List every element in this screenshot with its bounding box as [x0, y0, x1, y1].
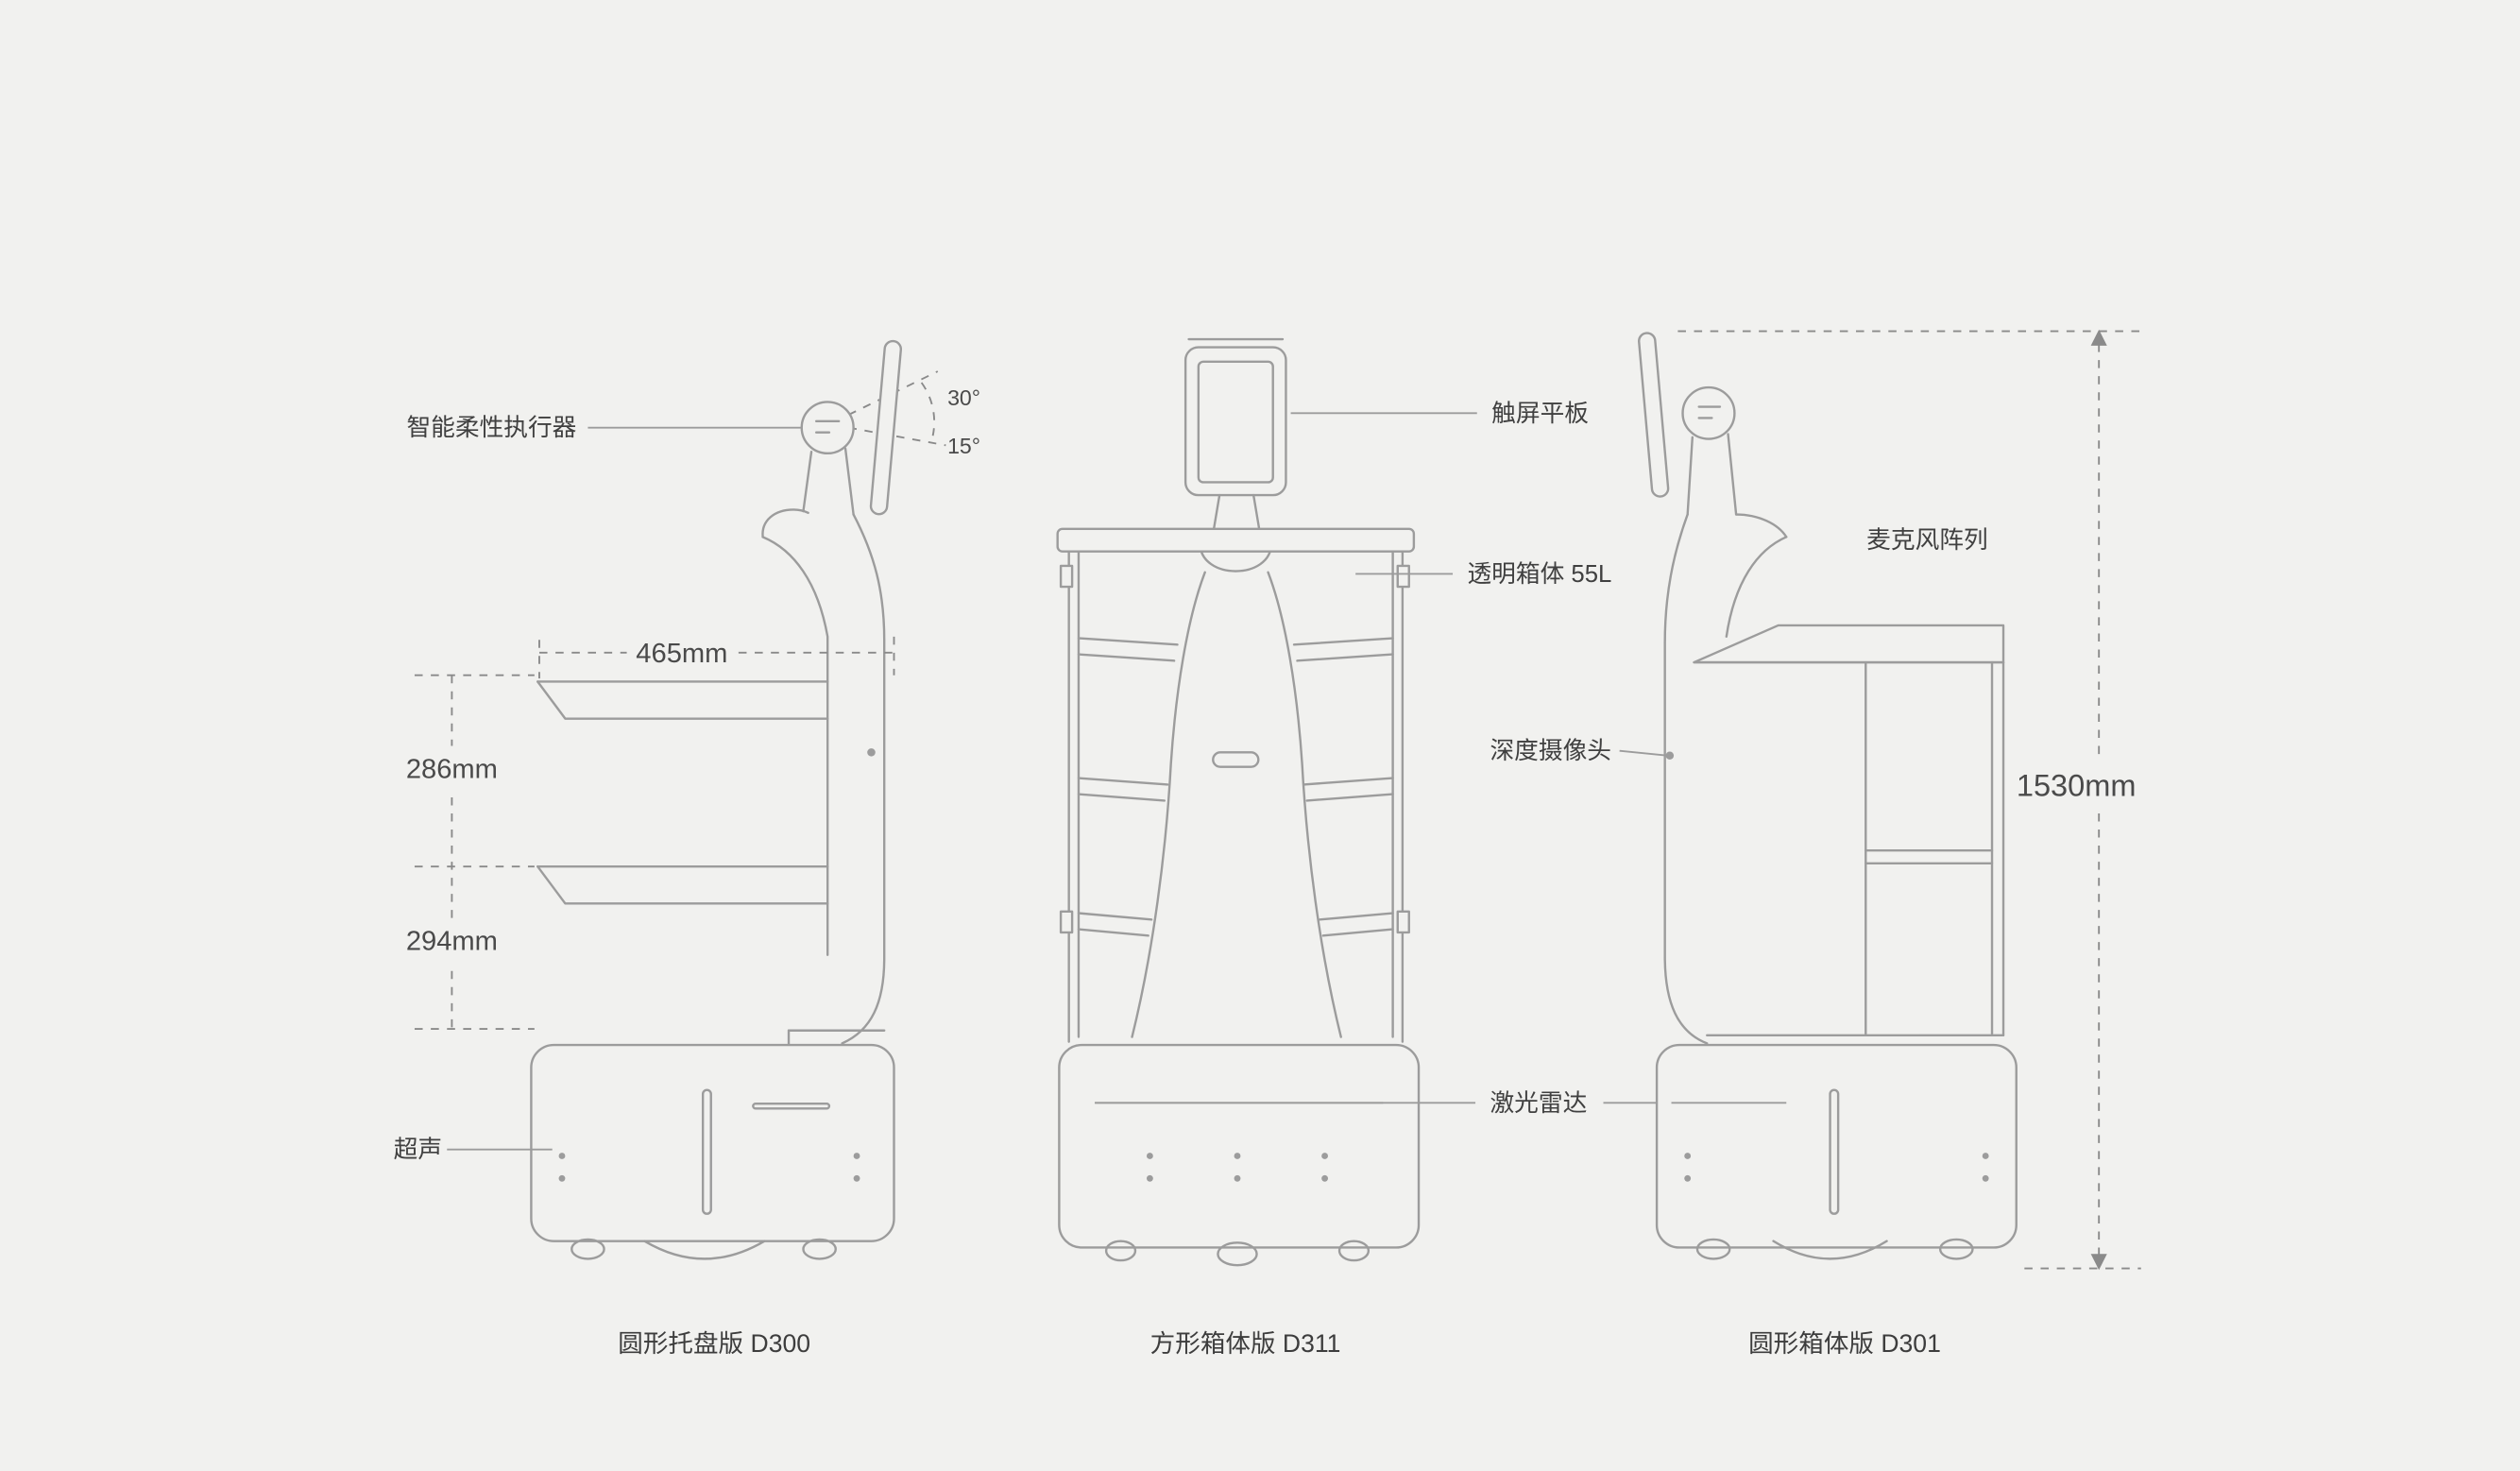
d311-annotations: 触屏平板 透明箱体 55L 深度摄像头 激光雷达: [1095, 400, 1787, 1117]
d311-center-column: [1131, 571, 1342, 1038]
captions: 圆形托盘版 D300 方形箱体版 D311 圆形箱体版 D301: [618, 1329, 1941, 1358]
robot-d311-drawing: [1056, 337, 1421, 1267]
d300-ultrasonic-dots: [558, 1153, 860, 1182]
d301-actuator-head: [1681, 385, 1736, 440]
actuator-label: 智能柔性执行器: [406, 414, 576, 441]
d301-wheels: [1695, 1238, 1974, 1260]
touchscreen-label: 触屏平板: [1491, 400, 1589, 427]
d300-actuator-head: [800, 401, 855, 455]
d301-mast: [1663, 433, 1788, 1045]
tray-width-label: 465mm: [636, 639, 727, 669]
d300-tray-lower: [536, 864, 829, 905]
d300-bottom-shelf: [787, 1029, 886, 1047]
d300-screen-panel: [869, 339, 903, 516]
height-arrow-bottom: [2090, 1254, 2107, 1271]
d300-base-groove: [752, 1102, 831, 1110]
robot-d301-drawing: 1530mm: [1638, 329, 2141, 1271]
depth-camera-leader-line: [1619, 749, 1669, 757]
d311-ultrasonic-dots: [1146, 1153, 1329, 1182]
transparent-cabinet-label: 透明箱体 55L: [1467, 560, 1611, 588]
d300-actuator-detail: [814, 419, 841, 434]
d300-annotations: 智能柔性执行器 30° 15° 465mm 286mm 294mm 超声: [394, 385, 980, 1163]
d311-wheels: [1104, 1240, 1371, 1267]
d300-tray-upper: [536, 680, 829, 720]
d300-mast: [761, 447, 886, 1045]
height-label: 1530mm: [2017, 768, 2137, 802]
d301-screen-panel: [1638, 332, 1670, 498]
lidar-label: 激光雷达: [1490, 1089, 1587, 1117]
d311-handle-slot: [1212, 751, 1260, 768]
upper-gap-label: 286mm: [406, 755, 498, 785]
d301-base-slot: [1829, 1088, 1840, 1215]
d301-base: [1655, 1043, 2018, 1249]
d311-base: [1058, 1043, 1421, 1249]
d311-tablet-screen: [1197, 360, 1274, 484]
caption-d300: 圆形托盘版 D300: [618, 1329, 810, 1358]
d301-ultrasonic-dots: [1684, 1153, 1989, 1182]
d311-cabinet-lid: [1056, 527, 1416, 553]
d301-actuator-detail: [1697, 405, 1722, 419]
tilt-down-label: 15°: [947, 434, 980, 458]
d300-wheels: [570, 1238, 837, 1260]
lower-gap-label: 294mm: [406, 927, 498, 957]
depth-camera-label: 深度摄像头: [1490, 737, 1611, 764]
d311-shelves: [1077, 637, 1394, 937]
robot-d300-drawing: [530, 339, 946, 1260]
d311-tablet: [1183, 346, 1287, 497]
ultrasonic-label: 超声: [394, 1136, 442, 1163]
vertical-dimension-lines: [414, 674, 535, 1030]
height-dimension-lines: [1677, 330, 2141, 1270]
d311-hinge-tabs: [1059, 564, 1410, 934]
height-arrow-top: [2090, 329, 2107, 346]
mic-array-label: 麦克风阵列: [1866, 526, 1988, 554]
d300-base: [530, 1043, 895, 1242]
d301-cabinet: [1693, 624, 2005, 1037]
d300-depth-camera-dot: [867, 748, 876, 757]
caption-d311: 方形箱体版 D311: [1150, 1329, 1341, 1358]
d300-base-slot: [701, 1088, 712, 1215]
tilt-up-label: 30°: [947, 385, 980, 410]
d301-depth-camera-dot: [1665, 751, 1675, 761]
caption-d301: 圆形箱体版 D301: [1748, 1329, 1941, 1358]
